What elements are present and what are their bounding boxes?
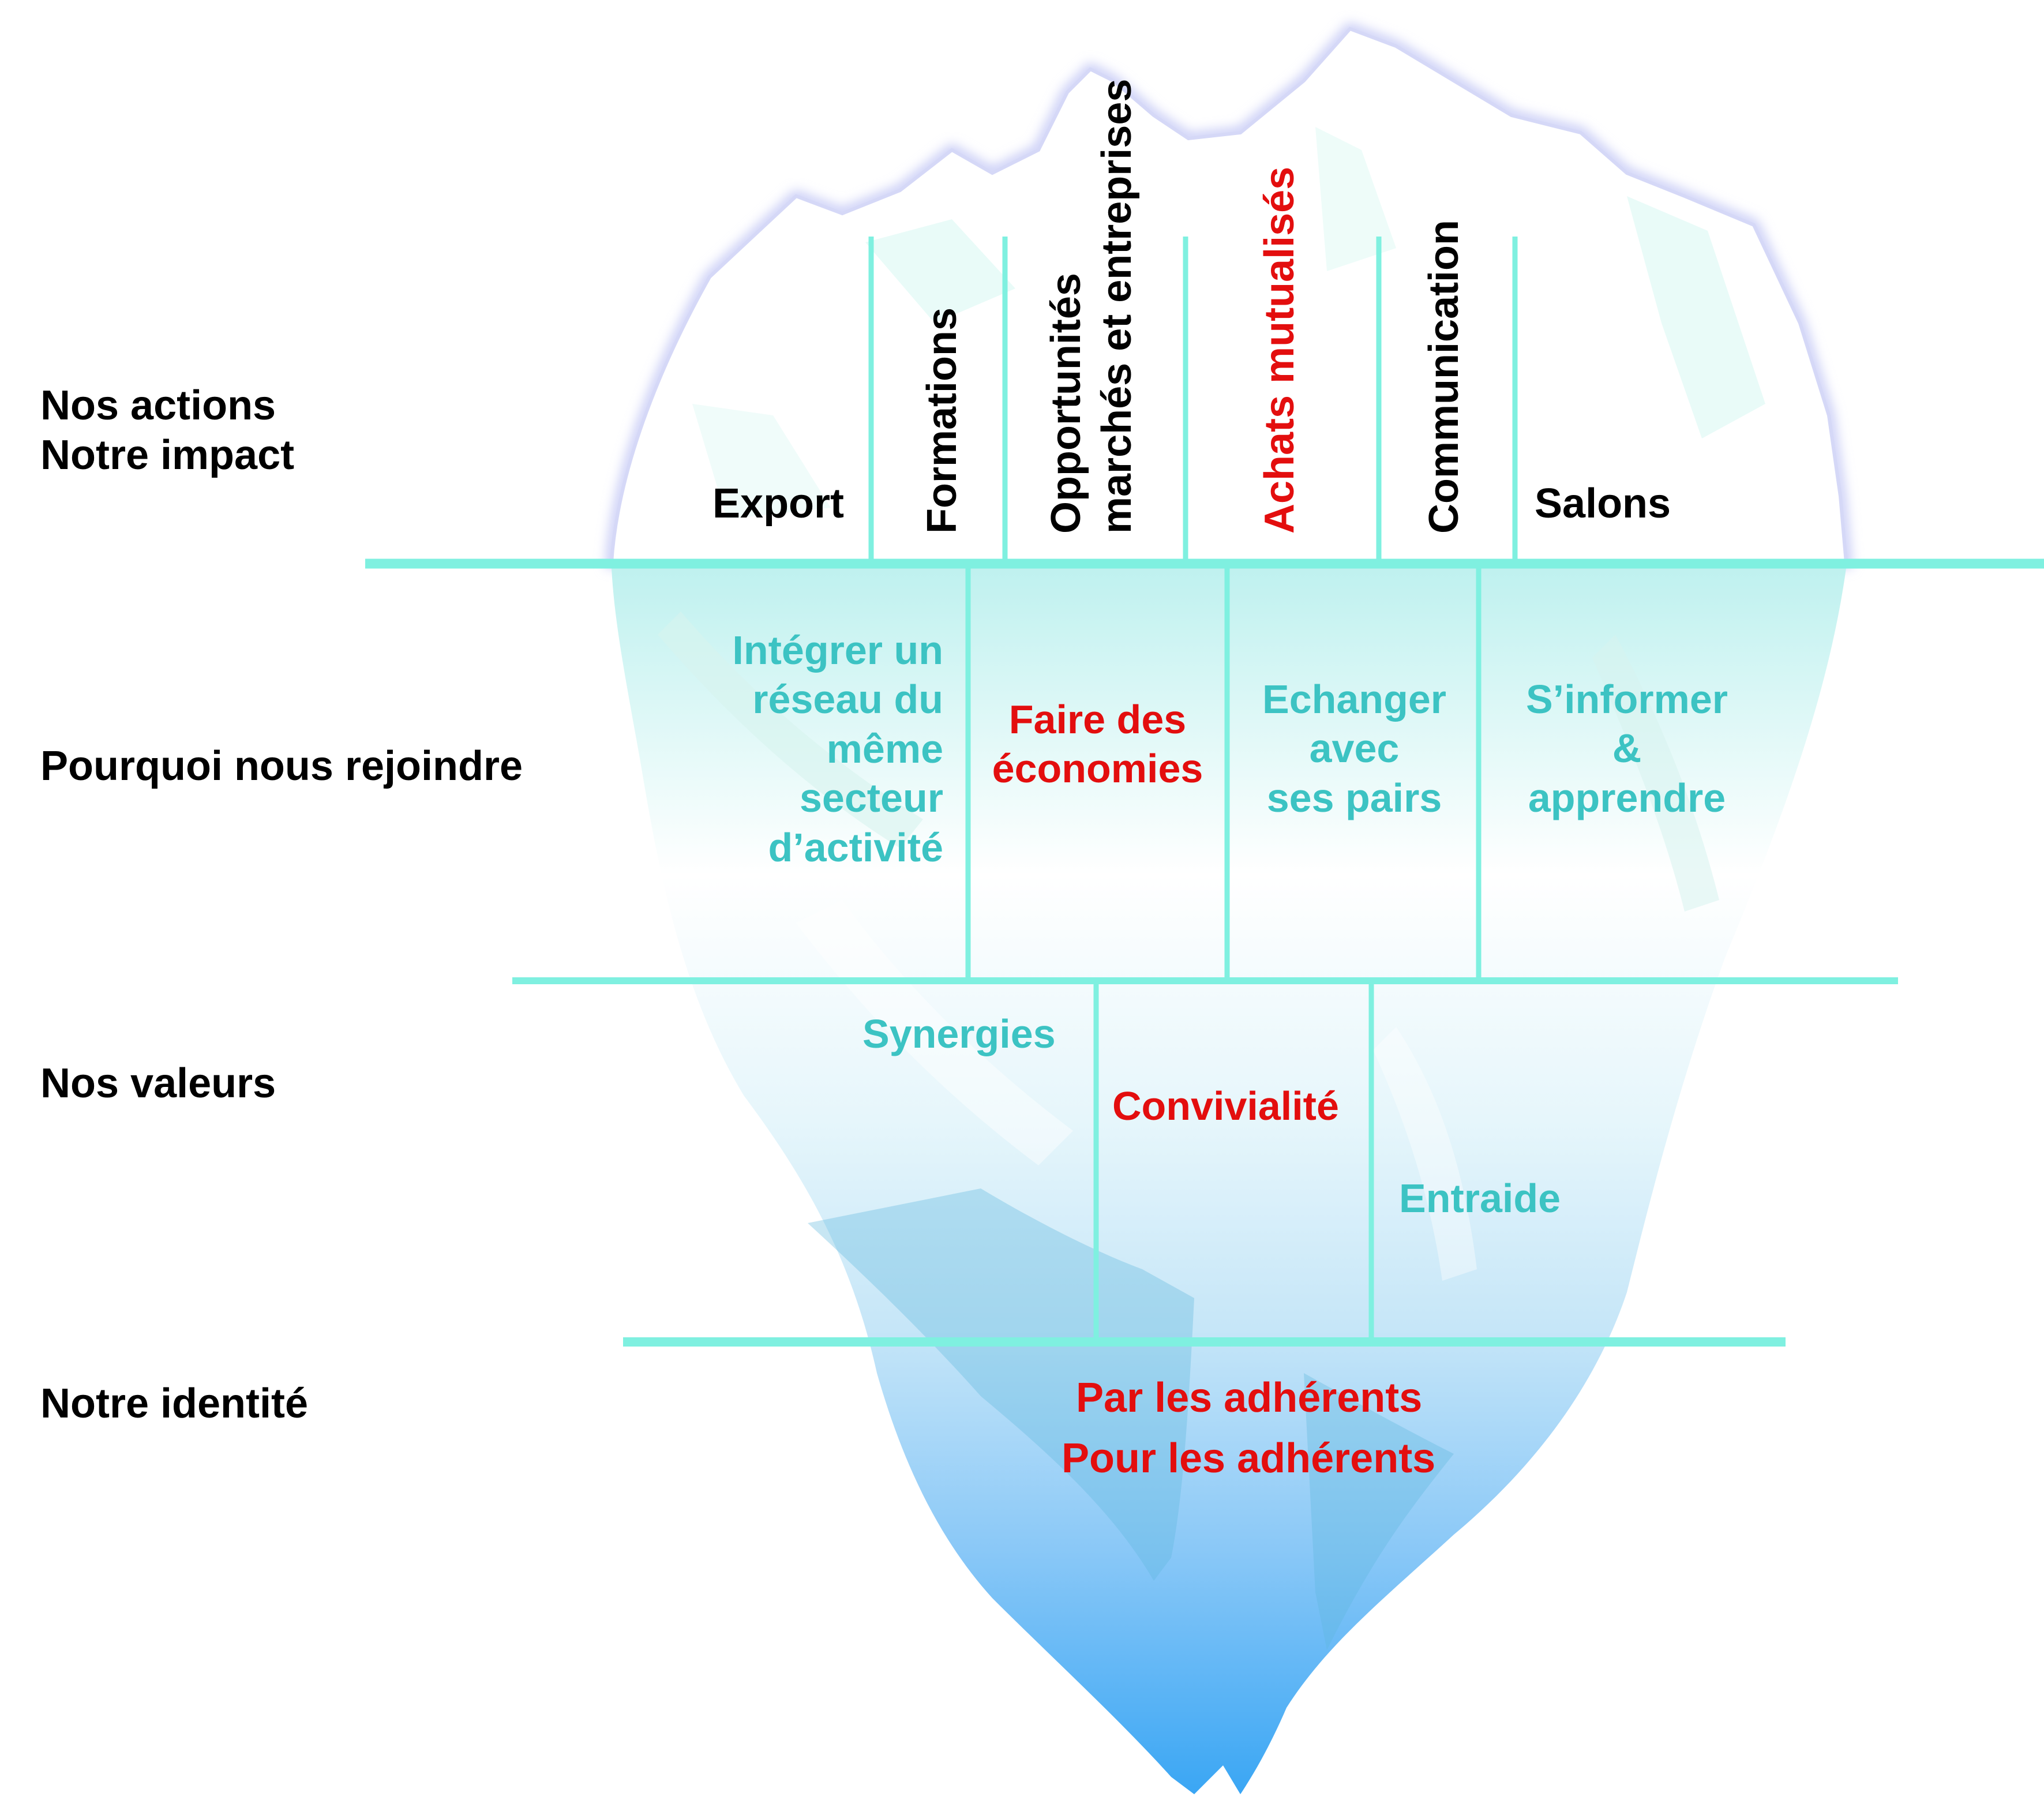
- value-entraide: Entraide: [1399, 1176, 1561, 1221]
- level-label-actions: Nos actions Notre impact: [40, 382, 295, 479]
- iceberg-tip-facet: [692, 404, 831, 519]
- iceberg-facet: [1304, 1373, 1454, 1650]
- iceberg-facet: [1373, 1027, 1477, 1281]
- action-communication: Communication: [1421, 219, 1467, 534]
- why-informer: S’informer & apprendre: [1525, 677, 1728, 820]
- identity-line2: Pour les adhérents: [1062, 1435, 1436, 1482]
- iceberg-tip-facet: [1627, 196, 1765, 438]
- iceberg-tip-facet: [1315, 127, 1396, 271]
- why-echanger: Echanger avec ses pairs: [1262, 677, 1446, 820]
- value-synergies: Synergies: [862, 1011, 1056, 1056]
- iceberg-facet: [658, 612, 923, 848]
- identity-line1: Par les adhérents: [1076, 1375, 1423, 1421]
- iceberg-facet: [1592, 635, 1719, 912]
- iceberg-tip-facet: [865, 219, 1015, 323]
- action-salons: Salons: [1535, 481, 1671, 527]
- action-opportunites: Opportunités marchés et entreprises: [1043, 78, 1140, 534]
- action-achats-mutualises: Achats mutualisés: [1257, 166, 1303, 534]
- iceberg-underwater: [612, 568, 1846, 1794]
- action-export: Export: [712, 481, 845, 527]
- level-label-values: Nos valeurs: [40, 1060, 276, 1107]
- level-label-why: Pourquoi nous rejoindre: [40, 743, 523, 789]
- iceberg-tip: [609, 27, 1848, 564]
- action-formations: Formations: [919, 307, 965, 534]
- why-economies: Faire des économies: [992, 697, 1203, 792]
- value-convivialite: Convivialité: [1112, 1083, 1339, 1128]
- iceberg-facet: [796, 900, 1073, 1165]
- level-label-identity: Notre identité: [40, 1381, 309, 1427]
- why-reseau: Intégrer un réseau du même secteur d’act…: [732, 628, 943, 870]
